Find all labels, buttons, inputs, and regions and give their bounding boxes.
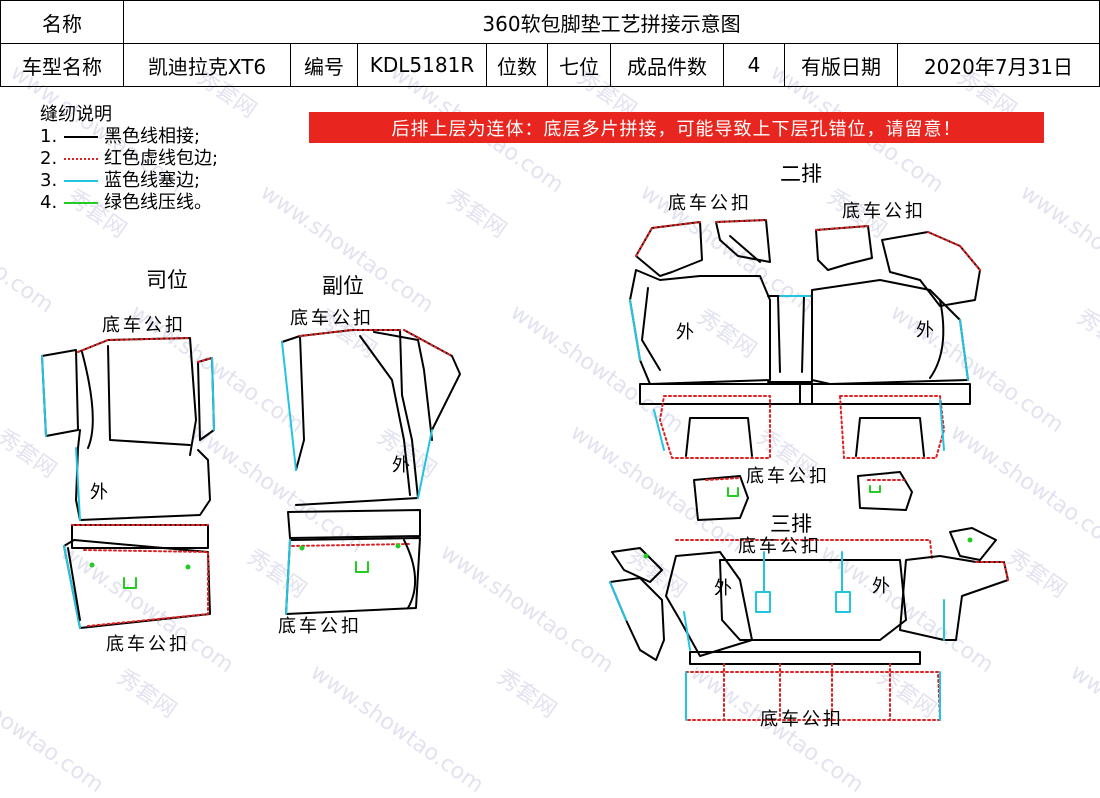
- buckle-label: 底车公扣: [760, 709, 844, 730]
- legend-item: 4. 绿色线压线。: [40, 192, 218, 214]
- buckle-label: 底车公扣: [738, 536, 822, 557]
- legend-text: 黑色线相接;: [104, 126, 201, 147]
- outer-label: 外: [676, 322, 697, 343]
- pattern-drawing: [41, 219, 1009, 721]
- buckle-label: 底车公扣: [668, 193, 752, 214]
- row3-mat-pattern: [609, 527, 1009, 721]
- driver-title: 司位: [146, 268, 188, 292]
- legend-item: 3. 蓝色线塞边;: [40, 170, 218, 192]
- buckle-label: 底车公扣: [278, 616, 362, 637]
- red-dotted-swatch: [64, 158, 98, 160]
- header-table: 名称 360软包脚垫工艺拼接示意图 车型名称 凯迪拉克XT6 编号 KDL518…: [0, 0, 1100, 87]
- sewing-legend: 缝纫说明 1. 黑色线相接; 2. 红色虚线包边; 3. 蓝色线塞边; 4. 绿…: [40, 104, 218, 214]
- legend-text: 红色虚线包边;: [104, 148, 219, 169]
- seats-value: 七位: [547, 43, 611, 87]
- legend-num: 3.: [40, 170, 58, 191]
- code-value: KDL5181R: [357, 43, 487, 87]
- outer-label: 外: [916, 320, 937, 341]
- blue-line-swatch: [64, 180, 98, 182]
- buckle-label: 底车公扣: [102, 315, 186, 336]
- black-line-swatch: [64, 136, 98, 138]
- outer-label: 外: [872, 576, 893, 597]
- green-line-swatch: [64, 202, 98, 204]
- pieces-label: 成品件数: [610, 43, 724, 87]
- legend-num: 4.: [40, 192, 58, 213]
- row3-title: 三排: [770, 512, 812, 536]
- row2-mat-pattern: [629, 219, 981, 521]
- legend-text: 绿色线压线。: [104, 192, 212, 213]
- code-label: 编号: [290, 43, 358, 87]
- legend-title: 缝纫说明: [40, 104, 112, 125]
- buckle-label: 底车公扣: [106, 634, 190, 655]
- outer-label: 外: [90, 482, 111, 503]
- driver-mat-pattern: [41, 337, 215, 629]
- outer-label: 外: [714, 578, 735, 599]
- date-label: 有版日期: [784, 43, 898, 87]
- row2-title: 二排: [780, 162, 822, 186]
- passenger-mat-pattern: [281, 329, 461, 615]
- buckle-label: 底车公扣: [746, 466, 830, 487]
- passenger-title: 副位: [322, 274, 364, 298]
- legend-num: 2.: [40, 148, 58, 169]
- legend-item: 1. 黑色线相接;: [40, 126, 218, 148]
- buckle-label: 底车公扣: [290, 308, 374, 329]
- legend-item: 2. 红色虚线包边;: [40, 148, 218, 170]
- model-label: 车型名称: [0, 43, 124, 87]
- legend-num: 1.: [40, 126, 58, 147]
- warning-banner: 后排上层为连体：底层多片拼接，可能导致上下层孔错位，请留意！: [309, 112, 1044, 143]
- outer-label: 外: [392, 455, 413, 476]
- buckle-label: 底车公扣: [842, 201, 926, 222]
- legend-text: 蓝色线塞边;: [104, 170, 201, 191]
